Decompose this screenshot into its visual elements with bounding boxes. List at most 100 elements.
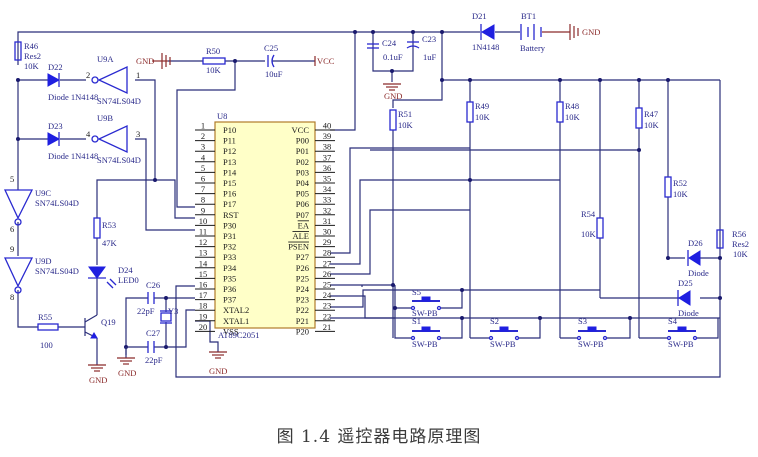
r46-type: Res2 — [24, 51, 41, 61]
junctions — [16, 30, 722, 349]
u9b-ref: U9B — [97, 113, 113, 123]
resistor-r53: R53 47K — [93, 217, 118, 248]
junction — [393, 306, 397, 310]
u9d-pin-out: 8 — [10, 292, 14, 302]
u9a-pin-in: 1 — [136, 70, 140, 80]
pin-name: VSS — [223, 326, 239, 336]
pin-name: P23 — [296, 295, 309, 305]
pin-number: 26 — [323, 269, 332, 279]
r51-ref: R51 — [398, 109, 412, 119]
pin-number: 31 — [323, 216, 332, 226]
diode-d22: D22 Diode 1N4148 — [47, 62, 98, 102]
r53-ref: R53 — [102, 220, 116, 230]
switch-terminal — [436, 305, 442, 311]
r56-ref: R56 — [732, 229, 746, 239]
c25-value: 10uF — [265, 69, 283, 79]
resistor-r55: R55 100 — [37, 312, 59, 350]
pin-name: EA — [298, 220, 310, 230]
junction — [390, 69, 394, 73]
pin-name: P11 — [223, 136, 236, 146]
c26-ref: C26 — [146, 280, 160, 290]
pin-number: 36 — [323, 163, 332, 173]
junction — [460, 316, 464, 320]
switch-button-icon — [421, 296, 431, 302]
wire-bottom-return — [175, 230, 721, 378]
c27-value: 22pF — [145, 355, 163, 365]
r51-value: 10K — [398, 120, 414, 130]
pin-number: 37 — [323, 152, 332, 162]
diode-triangle — [47, 132, 61, 146]
inverter-bubble — [14, 218, 22, 226]
pin-name: P06 — [296, 199, 309, 209]
pin-number: 4 — [201, 152, 206, 162]
junction — [371, 30, 375, 34]
wires — [17, 31, 721, 378]
s2-ref: S2 — [490, 316, 499, 326]
diode-triangle — [481, 24, 495, 40]
pin-number: 40 — [323, 121, 332, 131]
led-triangle — [88, 266, 106, 279]
pin-number: 32 — [323, 205, 332, 215]
switch-s5: S5 SW-PB — [410, 287, 442, 318]
c24-value: 0.1uF — [383, 52, 403, 62]
u8-right-pins: 40VCC39P0038P0137P0236P0335P0434P0533P06… — [288, 121, 335, 336]
led-d24: D24 LED0 — [88, 265, 139, 289]
r47-value: 10K — [644, 120, 660, 130]
pin-number: 29 — [323, 237, 332, 247]
resistor-body — [466, 101, 474, 123]
inverter-triangle — [97, 65, 128, 95]
switch-terminal — [436, 335, 442, 341]
pin-number: 39 — [323, 131, 332, 141]
pin-name: P05 — [296, 189, 309, 199]
junction — [637, 78, 641, 82]
resistor-body — [202, 57, 226, 65]
resistor-r50: R50 10K — [202, 46, 226, 75]
pin-name: P17 — [223, 199, 236, 209]
switch-terminal — [410, 305, 416, 311]
transistor-q19: Q19 — [84, 314, 116, 339]
r56-type: Res2 — [732, 239, 749, 249]
resistor-body — [556, 101, 564, 123]
junction — [558, 78, 562, 82]
chip-body — [214, 121, 316, 329]
r50-value: 10K — [206, 65, 222, 75]
pin-name: P32 — [223, 242, 236, 252]
c27-ref: C27 — [146, 328, 160, 338]
pin-number: 18 — [199, 301, 208, 311]
ground-icon — [116, 357, 136, 365]
r53-value: 47K — [102, 238, 118, 248]
u9c-ref: U9C — [35, 188, 51, 198]
gnd-label: GND — [136, 56, 154, 66]
pin-name: P20 — [296, 326, 309, 336]
junction — [16, 78, 20, 82]
switch-terminal — [488, 335, 494, 341]
r48-ref: R48 — [565, 101, 579, 111]
wire-u9a-p31 — [135, 79, 195, 219]
d26-ref: D26 — [688, 238, 703, 248]
switch-terminal — [666, 335, 672, 341]
u8-pin-40: 40 VCC — [292, 121, 335, 135]
pin-name: P03 — [296, 167, 309, 177]
resistor-r48: R48 10K — [556, 101, 581, 123]
pin-name: P22 — [296, 305, 309, 315]
u9c-pin-in: 5 — [10, 174, 14, 184]
resistor-body — [389, 109, 397, 131]
s5-ref: S5 — [412, 287, 421, 297]
pin-name: VCC — [292, 125, 310, 135]
pin-name: P21 — [296, 316, 309, 326]
pin-name: P12 — [223, 146, 236, 156]
pin-number: 28 — [323, 248, 332, 258]
junction — [538, 316, 542, 320]
gnd-label: GND — [89, 375, 107, 385]
